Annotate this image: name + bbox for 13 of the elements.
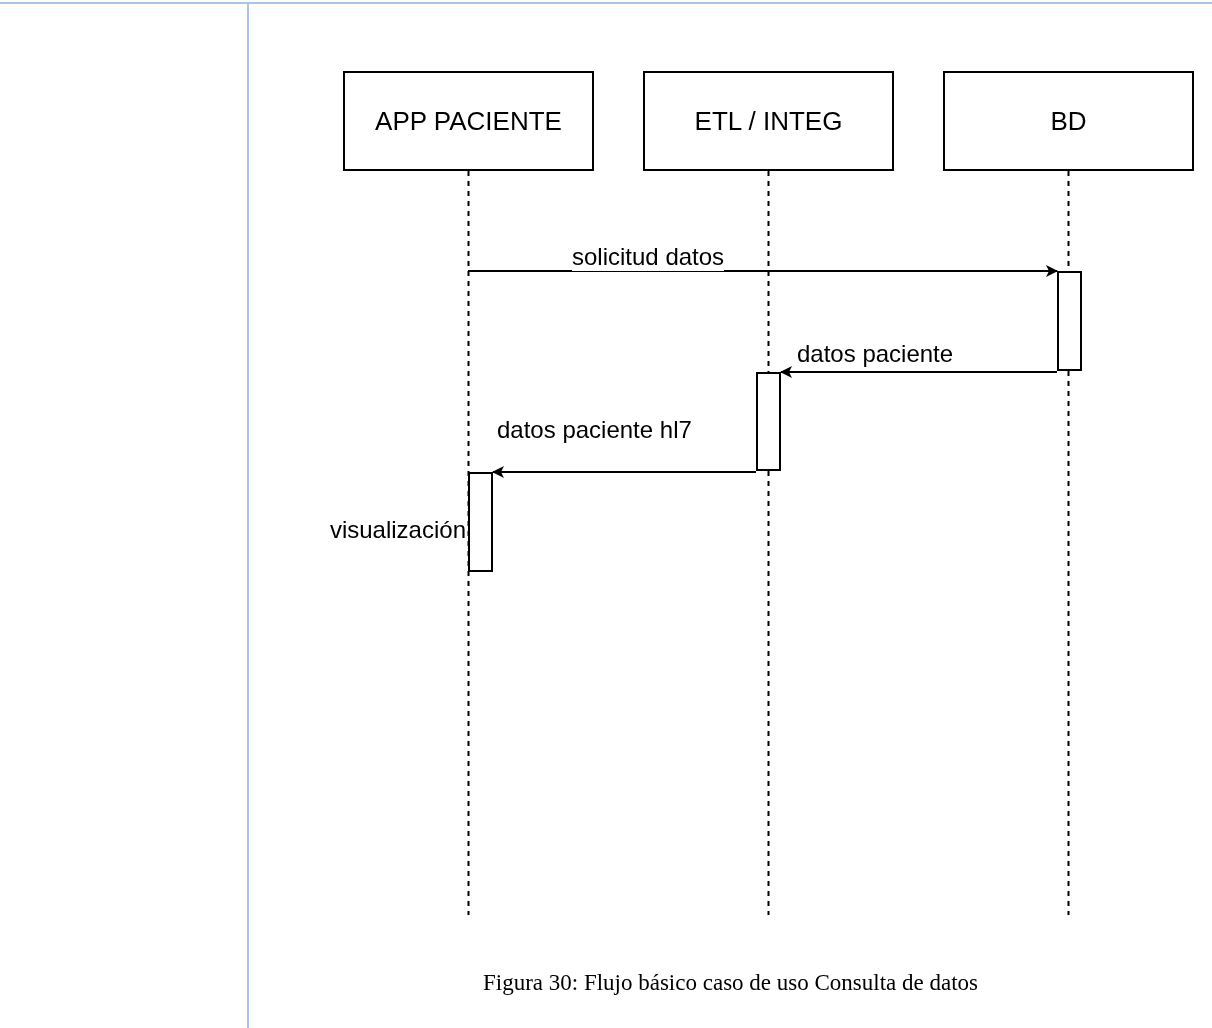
participant-box [943, 71, 1194, 171]
participant-box [343, 71, 594, 171]
activation-bar [468, 472, 493, 572]
figure-caption: Figura 30: Flujo básico caso de uso Consulta de datos [481, 969, 980, 997]
activation-bar [756, 372, 781, 471]
participant-label: BD [1050, 104, 1087, 138]
participant-label: APP PACIENTE [375, 104, 562, 138]
activation-bar [1057, 271, 1082, 371]
participant-label: ETL / INTEG [694, 104, 843, 138]
message-arrow [492, 466, 757, 478]
message-arrow [467, 265, 1058, 277]
message-arrow [780, 366, 1058, 378]
participant-box [643, 71, 894, 171]
